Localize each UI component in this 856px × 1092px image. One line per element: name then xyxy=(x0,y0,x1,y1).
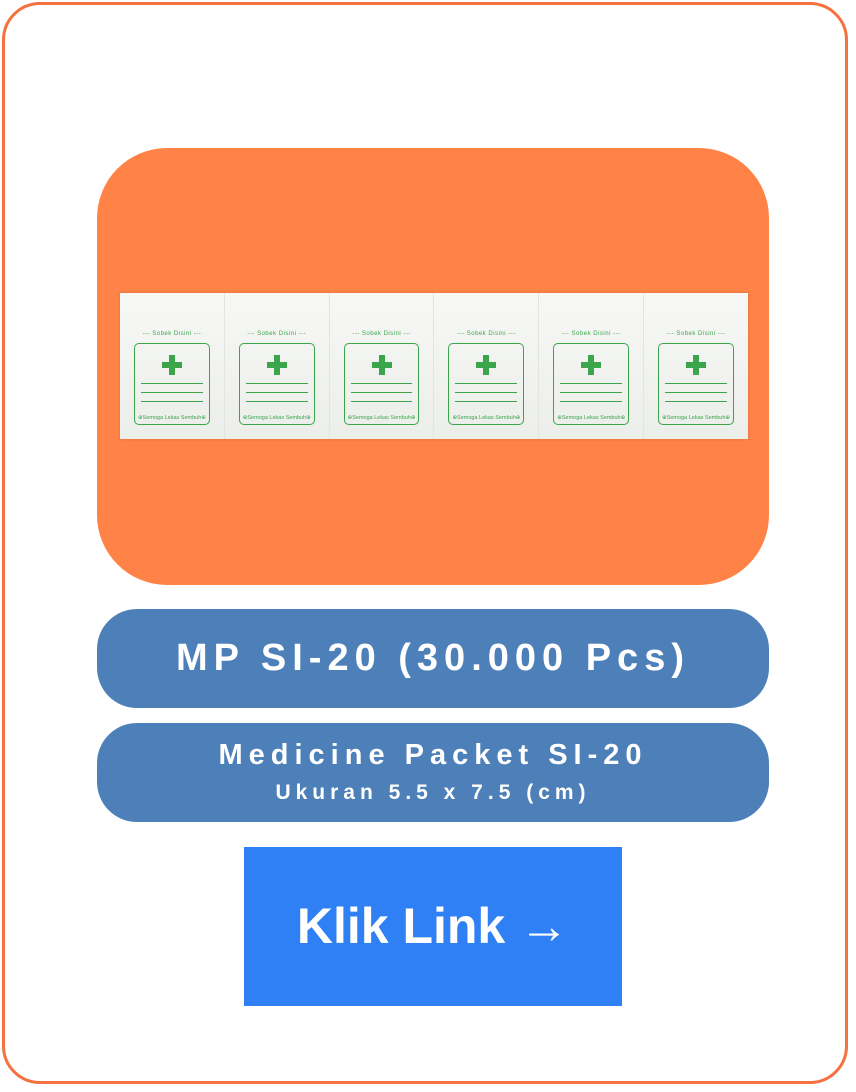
tear-here-text: --- Sobek Disini --- xyxy=(561,331,621,337)
packet: --- Sobek Disini --- ⊕Semoga Lekas Sembu… xyxy=(224,293,330,439)
medical-cross-icon xyxy=(161,355,182,375)
tear-here-text: --- Sobek Disini --- xyxy=(142,331,202,337)
label-box: ⊕Semoga Lekas Sembuh⊕ xyxy=(658,343,734,425)
get-well-text: ⊕Semoga Lekas Sembuh⊕ xyxy=(662,415,731,421)
product-title-banner: MP SI-20 (30.000 Pcs) xyxy=(97,609,769,708)
packet: --- Sobek Disini --- ⊕Semoga Lekas Sembu… xyxy=(434,293,540,439)
packet: --- Sobek Disini --- ⊕Semoga Lekas Sembu… xyxy=(539,293,645,439)
klik-link-button[interactable]: Klik Link → xyxy=(244,847,622,1006)
medical-cross-icon xyxy=(371,355,392,375)
tear-here-text: --- Sobek Disini --- xyxy=(247,331,307,337)
get-well-text: ⊕Semoga Lekas Sembuh⊕ xyxy=(557,415,626,421)
get-well-text: ⊕Semoga Lekas Sembuh⊕ xyxy=(347,415,416,421)
get-well-text: ⊕Semoga Lekas Sembuh⊕ xyxy=(452,415,521,421)
tear-here-text: --- Sobek Disini --- xyxy=(352,331,411,337)
product-size: Ukuran 5.5 x 7.5 (cm) xyxy=(275,781,591,804)
label-box: ⊕Semoga Lekas Sembuh⊕ xyxy=(343,343,420,425)
medical-cross-icon xyxy=(476,355,497,375)
product-title: MP SI-20 (30.000 Pcs) xyxy=(176,637,690,679)
get-well-text: ⊕Semoga Lekas Sembuh⊕ xyxy=(242,415,311,421)
medical-cross-icon xyxy=(686,355,707,375)
medical-cross-icon xyxy=(581,355,602,375)
get-well-text: ⊕Semoga Lekas Sembuh⊕ xyxy=(137,415,206,421)
tear-here-text: --- Sobek Disini --- xyxy=(666,331,726,337)
label-box: ⊕Semoga Lekas Sembuh⊕ xyxy=(238,343,315,425)
tear-here-text: --- Sobek Disini --- xyxy=(457,331,516,337)
medicine-packet-strip-image: --- Sobek Disini --- ⊕Semoga Lekas Sembu… xyxy=(120,293,748,439)
product-card: --- Sobek Disini --- ⊕Semoga Lekas Sembu… xyxy=(2,2,848,1084)
label-box: ⊕Semoga Lekas Sembuh⊕ xyxy=(553,343,630,425)
medical-cross-icon xyxy=(266,355,287,375)
packet: --- Sobek Disini --- ⊕Semoga Lekas Sembu… xyxy=(120,293,225,439)
label-box: ⊕Semoga Lekas Sembuh⊕ xyxy=(448,343,525,425)
packet: --- Sobek Disini --- ⊕Semoga Lekas Sembu… xyxy=(644,293,748,439)
product-name: Medicine Packet SI-20 xyxy=(218,739,648,771)
product-description-banner: Medicine Packet SI-20 Ukuran 5.5 x 7.5 (… xyxy=(97,723,769,822)
label-box: ⊕Semoga Lekas Sembuh⊕ xyxy=(134,343,210,425)
product-image-panel: --- Sobek Disini --- ⊕Semoga Lekas Sembu… xyxy=(97,148,769,585)
packet: --- Sobek Disini --- ⊕Semoga Lekas Sembu… xyxy=(329,293,435,439)
